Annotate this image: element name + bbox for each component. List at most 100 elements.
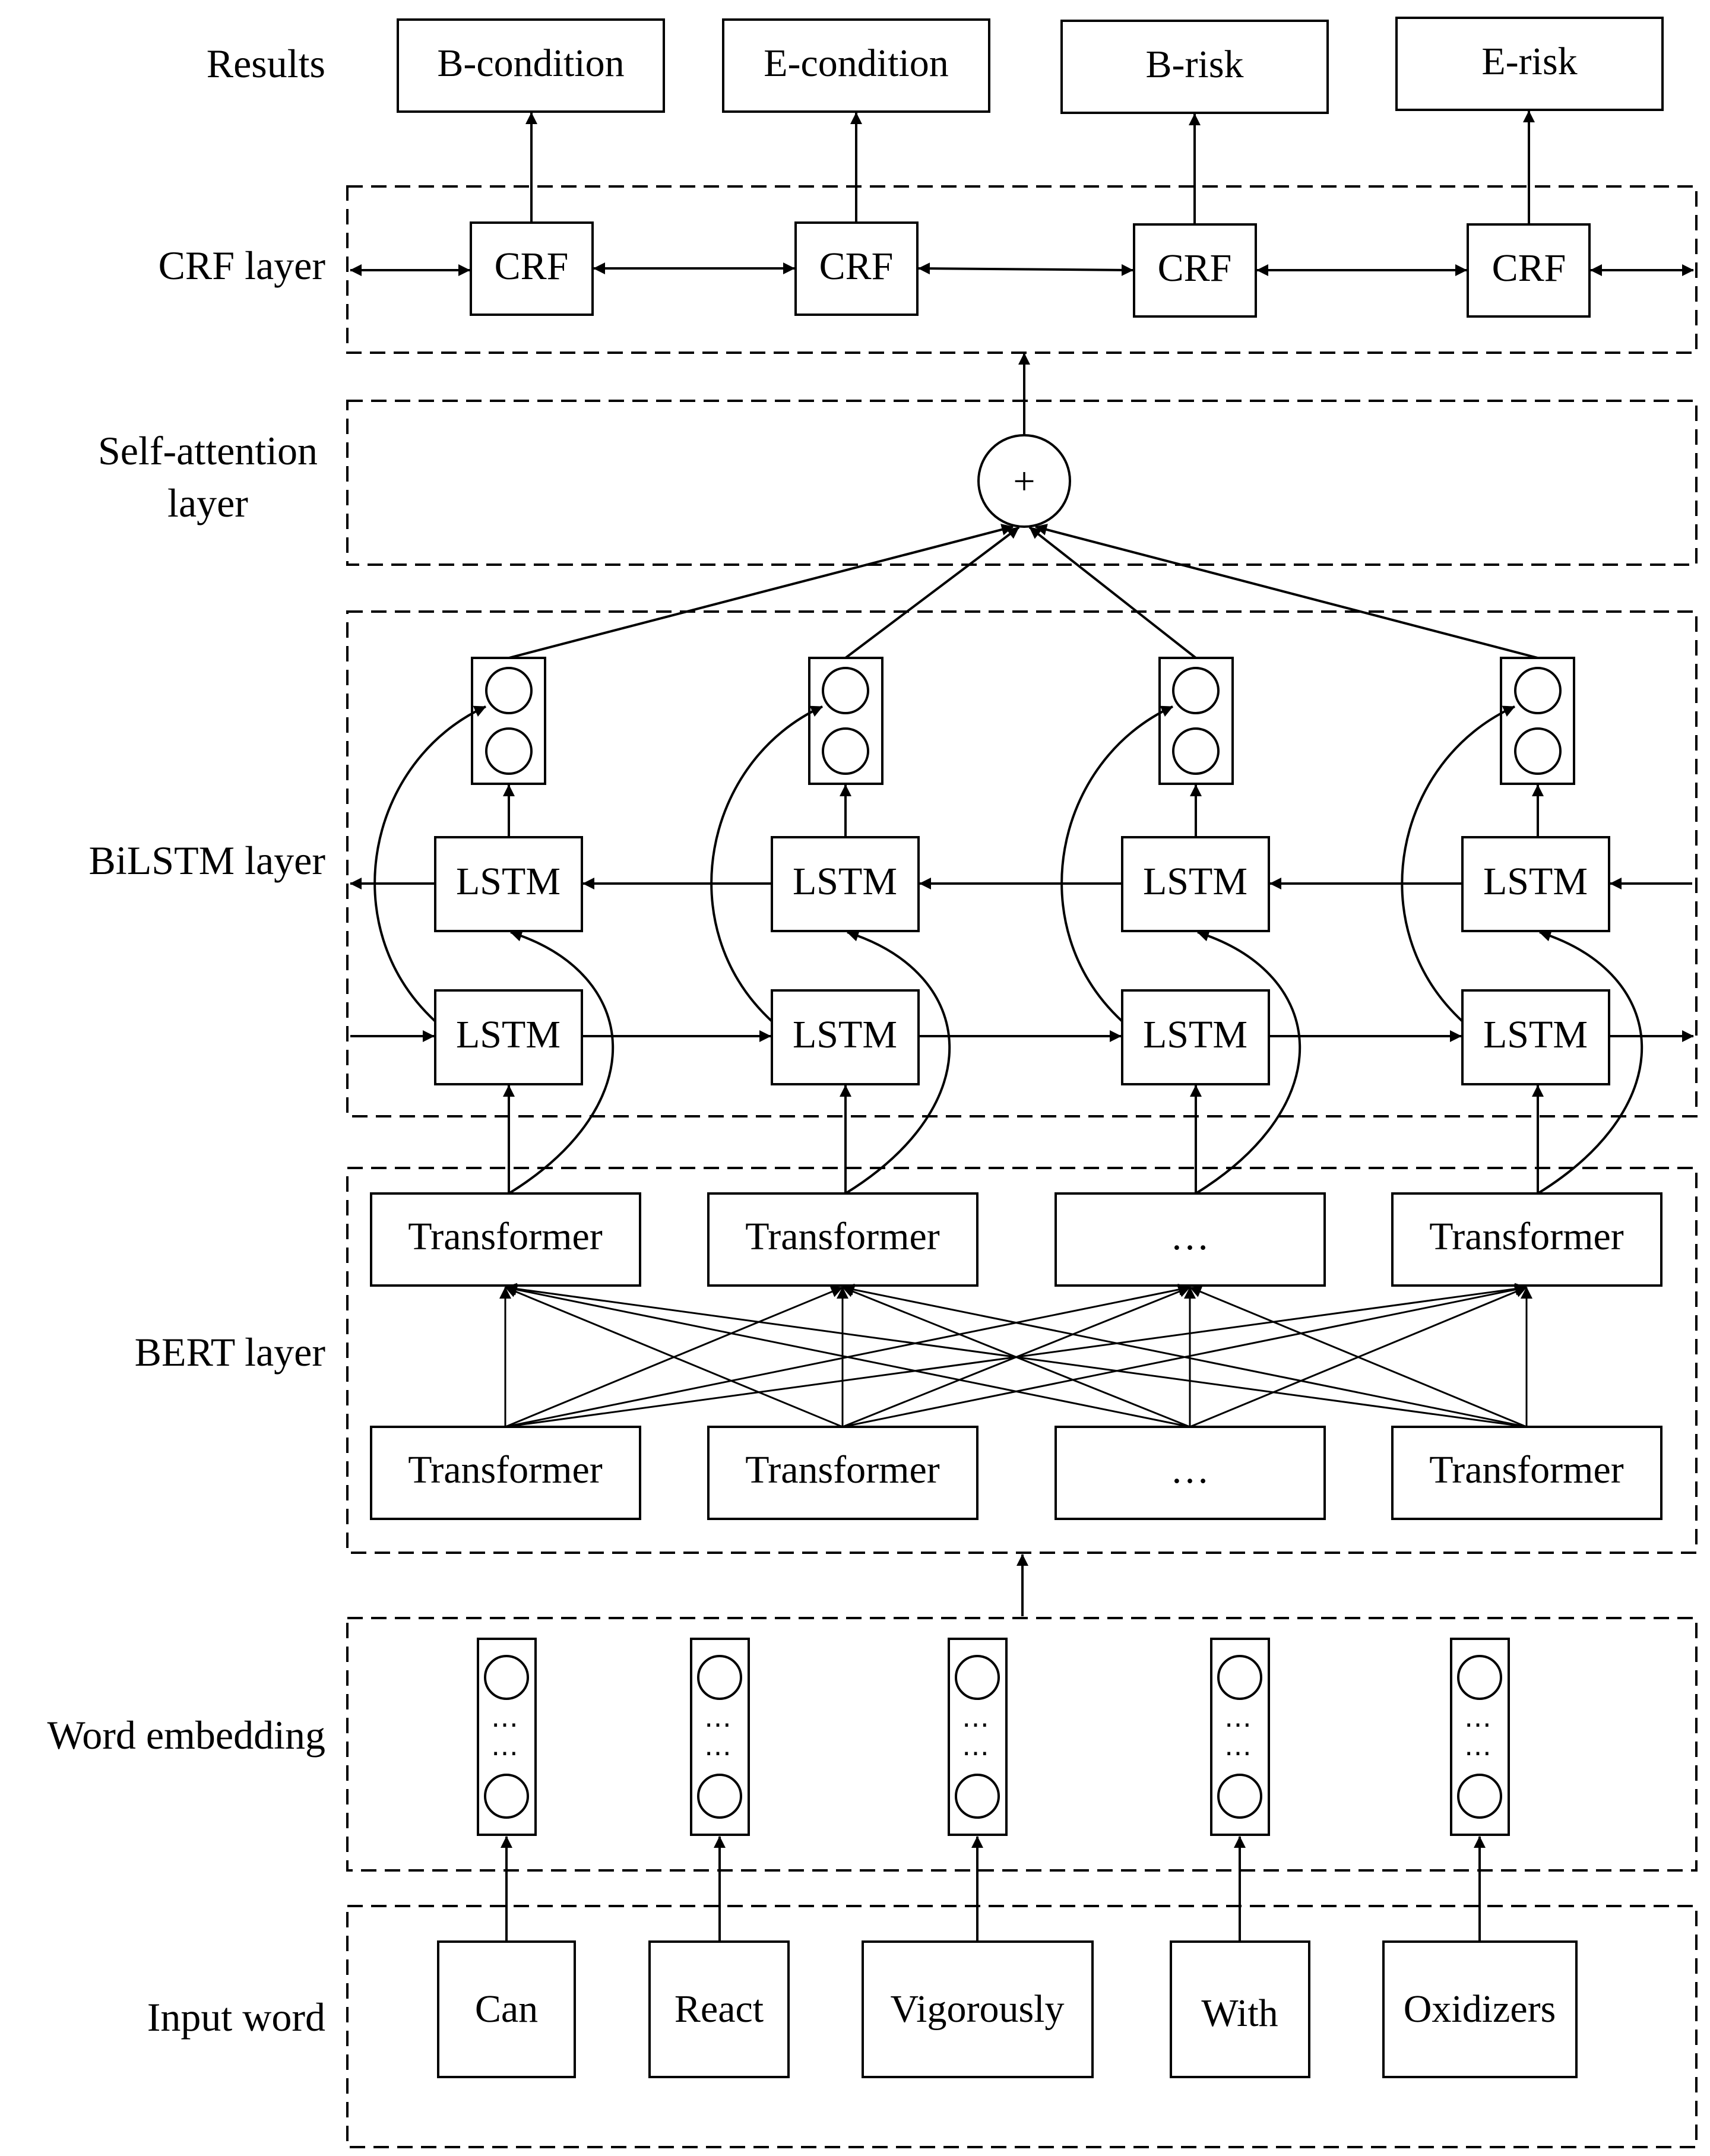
embedding-vector: ⋯ ⋯ <box>1210 1638 1270 1836</box>
crf-box <box>1133 223 1257 318</box>
result-label: B-risk <box>1146 43 1244 86</box>
input-word-layer-frame <box>346 1905 1698 2148</box>
hidden-to-attention-arrow <box>844 526 1020 659</box>
attention-sum-circle <box>977 434 1071 528</box>
transformer-to-backward-lstm-curve <box>508 930 615 1195</box>
transformer-to-backward-lstm-curve <box>1195 930 1302 1195</box>
embedding-ellipsis: ⋯ <box>491 1738 522 1768</box>
transformer-box <box>1391 1192 1662 1287</box>
hidden-unit-circle <box>1172 727 1220 775</box>
transformer-box <box>707 1192 978 1287</box>
crf-box <box>794 221 919 316</box>
embedding-vector: ⋯ ⋯ <box>948 1638 1008 1836</box>
lstm-label: LSTM <box>793 860 897 903</box>
embedding-ellipsis: ⋯ <box>704 1738 735 1768</box>
embedding-ellipsis: ⋯ <box>1224 1709 1255 1740</box>
bert-layer-frame <box>346 1167 1698 1554</box>
transformer-to-backward-lstm-curve <box>844 930 951 1195</box>
input-word-box <box>1170 1940 1310 2078</box>
crf-box <box>1467 223 1591 318</box>
word-embedding-row: ⋯ ⋯ ⋯ ⋯ ⋯ ⋯ ⋯ ⋯ ⋯ ⋯ <box>477 1638 1510 1836</box>
attention-sum-symbol: + <box>1013 460 1035 503</box>
crf-arrows <box>350 110 1694 435</box>
transformer-label: Transformer <box>745 1448 940 1492</box>
self-attention-layer-label-line2: layer <box>167 480 248 525</box>
hidden-state-vector <box>1158 657 1234 785</box>
input-word-box <box>862 1940 1094 2078</box>
bert-connection-arrow <box>842 1283 1527 1428</box>
input-word-box <box>648 1940 790 2078</box>
layer-labels: Results CRF layer Self-attention layer B… <box>47 41 325 2040</box>
lstm-label: LSTM <box>456 860 560 903</box>
bert-connection-arrow <box>505 1286 843 1428</box>
embedding-unit-circle <box>697 1655 742 1700</box>
hidden-unit-circle <box>485 727 533 775</box>
input-word-label: React <box>674 1987 764 2031</box>
word-embedding-layer-frame <box>346 1617 1698 1872</box>
transformer-label: Transformer <box>745 1215 940 1258</box>
embedding-unit-circle <box>484 1774 529 1819</box>
crf-row: CRF CRF CRF CRF <box>470 221 1591 318</box>
lstm-label: LSTM <box>1143 860 1247 903</box>
result-box <box>1060 20 1329 114</box>
forward-lstm-box <box>771 989 920 1085</box>
input-word-label: Can <box>475 1987 538 2031</box>
crf-transition-arrow <box>918 262 1133 276</box>
hidden-unit-circle <box>485 667 533 714</box>
result-label: E-risk <box>1481 40 1577 83</box>
backward-lstm-box <box>771 836 920 932</box>
embedding-unit-circle <box>1457 1655 1502 1700</box>
hidden-unit-circle <box>822 727 869 775</box>
forward-lstm-box <box>434 989 583 1085</box>
input-word-label: Oxidizers <box>1404 1987 1556 2031</box>
attention-input-arrows <box>508 524 1538 659</box>
transformer-label: … <box>1170 1215 1209 1258</box>
embedding-unit-circle <box>1217 1774 1262 1819</box>
bilstm-hidden-states <box>471 657 1575 785</box>
bert-connection-arrow <box>1189 1286 1527 1428</box>
crf-label: CRF <box>1492 246 1566 290</box>
transformer-label: Transformer <box>1429 1448 1624 1492</box>
input-word-label: With <box>1201 1992 1278 2035</box>
forward-lstm-to-hidden-curve <box>1060 705 1173 1022</box>
hidden-unit-circle <box>1514 727 1562 775</box>
hidden-unit-circle <box>1514 667 1562 714</box>
transformer-box <box>1054 1426 1326 1520</box>
input-word-layer-label: Input word <box>147 1994 325 2040</box>
bert-layer-label: BERT layer <box>135 1329 326 1375</box>
lstm-label: LSTM <box>1483 860 1588 903</box>
crf-label: CRF <box>495 245 569 288</box>
transformer-box <box>370 1426 641 1520</box>
self-attention-node: + <box>977 434 1071 528</box>
embedding-unit-circle <box>697 1774 742 1819</box>
hidden-unit-circle <box>822 667 869 714</box>
lstm-label: LSTM <box>1143 1013 1247 1056</box>
lstm-label: LSTM <box>456 1013 560 1056</box>
embedding-unit-circle <box>1457 1774 1502 1819</box>
embedding-ellipsis: ⋯ <box>491 1709 522 1740</box>
input-word-box <box>1382 1940 1578 2078</box>
bert-connection-arrow <box>505 1283 1527 1428</box>
transformer-label: Transformer <box>1429 1215 1624 1258</box>
hidden-state-vector <box>1500 657 1575 785</box>
embedding-unit-circle <box>1217 1655 1262 1700</box>
result-label: B-condition <box>437 42 624 85</box>
backward-lstm-box <box>434 836 583 932</box>
result-label: E-condition <box>764 42 949 85</box>
embedding-vector: ⋯ ⋯ <box>690 1638 750 1836</box>
crf-layer-label: CRF layer <box>159 243 326 288</box>
hidden-to-attention-arrow <box>1035 524 1538 659</box>
bilstm-arrows <box>350 705 1694 1195</box>
input-to-embedding-arrows <box>501 1836 1486 1942</box>
input-word-box <box>437 1940 576 2078</box>
self-attention-layer-label-line1: Self-attention <box>98 428 318 473</box>
embedding-vector: ⋯ ⋯ <box>477 1638 537 1836</box>
results-row: B-condition E-condition B-risk E-risk <box>397 17 1664 114</box>
hidden-state-vector <box>471 657 546 785</box>
embedding-unit-circle <box>955 1655 1000 1700</box>
embedding-ellipsis: ⋯ <box>1464 1709 1495 1740</box>
results-layer-label: Results <box>207 41 325 86</box>
crf-label: CRF <box>1158 246 1232 290</box>
bert-connection-arrow <box>505 1283 1190 1428</box>
embedding-ellipsis: ⋯ <box>962 1709 993 1740</box>
